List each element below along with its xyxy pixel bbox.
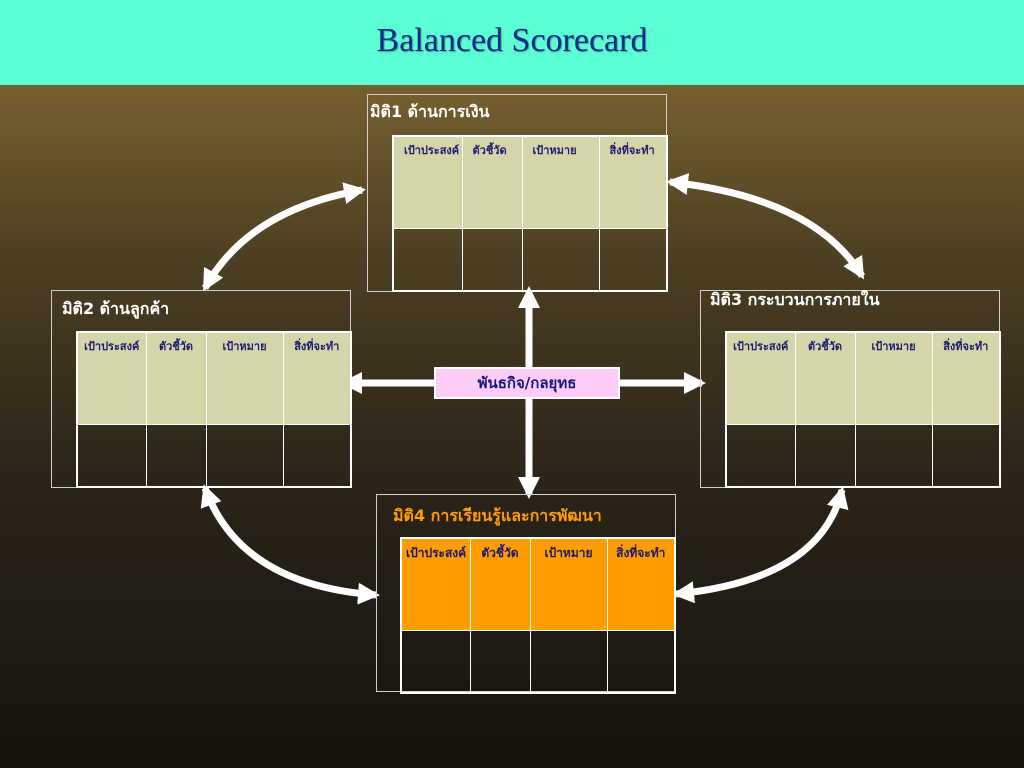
col-target: เป้าหมาย	[529, 537, 608, 631]
col-indicator: ตัวชี้วัด	[469, 537, 531, 631]
table-cell	[794, 424, 856, 488]
table-cell	[469, 630, 531, 694]
table-cell	[931, 424, 1001, 488]
panel-title-customer: มิติ2 ด้านลูกค้า	[62, 299, 170, 318]
arrow-internal-learning	[672, 486, 849, 604]
panel-title-learning-growth: มิติ4 การเรียนรู้และการพัฒนา	[393, 506, 602, 525]
col-target: เป้าหมาย	[521, 135, 600, 229]
arrow-customer-learning	[200, 484, 380, 605]
slide-title: Balanced Scorecard	[376, 22, 648, 59]
col-indicator: ตัวชี้วัด	[145, 331, 207, 425]
table-cell	[282, 424, 352, 488]
table-cell	[606, 630, 676, 694]
col-initiative: สิ่งที่จะทำ	[282, 331, 352, 425]
table-cell	[529, 630, 608, 694]
table-internal-process: เป้าประสงค์ ตัวชี้วัด เป้าหมาย สิ่งที่จะ…	[725, 331, 1001, 488]
table-customer: เป้าประสงค์ ตัวชี้วัด เป้าหมาย สิ่งที่จะ…	[76, 331, 352, 488]
table-cell	[76, 424, 147, 488]
panel-title-financial: มิติ1 ด้านการเงิน	[370, 102, 490, 121]
col-target: เป้าหมาย	[205, 331, 284, 425]
col-initiative: สิ่งที่จะทำ	[598, 135, 668, 229]
col-initiative: สิ่งที่จะทำ	[931, 331, 1001, 425]
arrow-financial-internal	[666, 173, 865, 280]
mission-strategy-box: พันธกิจ/กลยุทธ	[434, 367, 620, 399]
table-cell	[392, 228, 463, 292]
col-indicator: ตัวชี้วัด	[461, 135, 523, 229]
table-financial: เป้าประสงค์ ตัวชี้วัด เป้าหมาย สิ่งที่จะ…	[392, 135, 668, 292]
panel-title-internal-process: มิติ3 กระบวนการภายใน	[710, 290, 880, 309]
col-initiative: สิ่งที่จะทำ	[606, 537, 676, 631]
col-objective: เป้าประสงค์	[392, 135, 463, 229]
table-cell	[205, 424, 284, 488]
col-objective: เป้าประสงค์	[76, 331, 147, 425]
table-cell	[400, 630, 471, 694]
col-target: เป้าหมาย	[854, 331, 933, 425]
table-cell	[725, 424, 796, 488]
table-cell	[145, 424, 207, 488]
table-learning-growth: เป้าประสงค์ ตัวชี้วัด เป้าหมาย สิ่งที่จะ…	[400, 537, 676, 694]
col-objective: เป้าประสงค์	[725, 331, 796, 425]
table-cell	[461, 228, 523, 292]
table-cell	[854, 424, 933, 488]
col-objective: เป้าประสงค์	[400, 537, 471, 631]
col-indicator: ตัวชี้วัด	[794, 331, 856, 425]
arrow-financial-customer	[201, 182, 366, 292]
table-cell	[598, 228, 668, 292]
title-band: Balanced Scorecard	[0, 0, 1024, 85]
table-cell	[521, 228, 600, 292]
